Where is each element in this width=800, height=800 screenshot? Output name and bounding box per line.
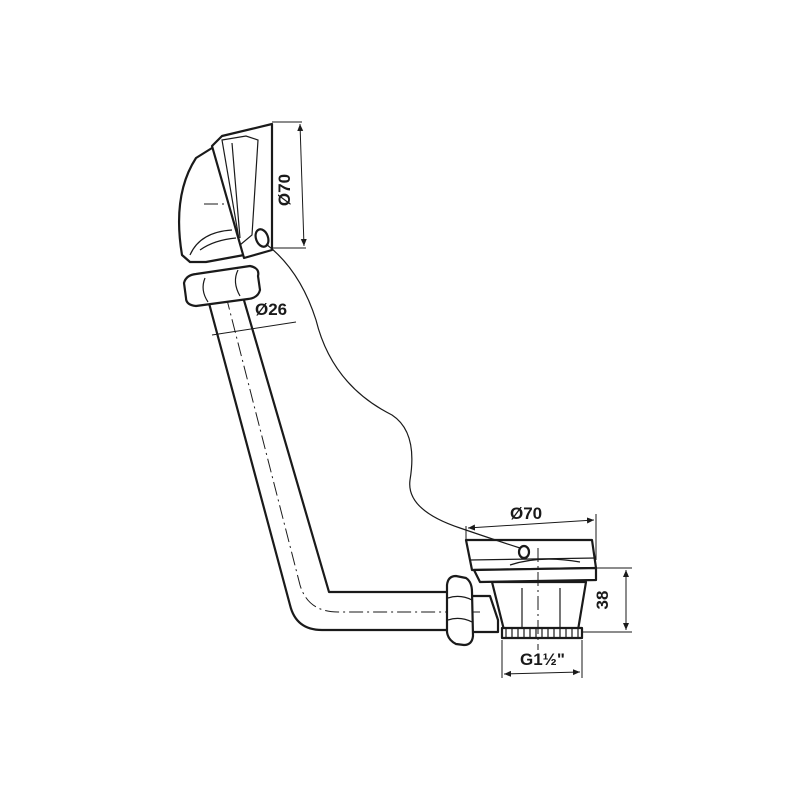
chain-anchor-top [254, 228, 270, 248]
dimension-waste-height: 38 [582, 567, 632, 633]
dimension-thread: G1½" [501, 640, 583, 678]
waste-diameter-label: Ø70 [510, 504, 542, 523]
chain [265, 243, 521, 549]
upper-hex-nut [182, 264, 262, 308]
overflow-diameter-label: Ø70 [275, 174, 294, 206]
pipe-diameter-label: Ø26 [255, 300, 287, 319]
drain-pipe [204, 288, 480, 632]
thread-label: G1½" [520, 650, 565, 669]
dimension-overflow-diameter: Ø70 [272, 121, 307, 249]
dimension-pipe-diameter: Ø26 [211, 300, 297, 336]
overflow-elbow [177, 122, 274, 264]
lower-hex-nut [445, 574, 475, 647]
dimension-waste-diameter: Ø70 [465, 504, 597, 560]
chain-anchor-bottom [517, 544, 531, 560]
waste-outlet [464, 538, 598, 650]
waste-height-label: 38 [593, 591, 612, 610]
